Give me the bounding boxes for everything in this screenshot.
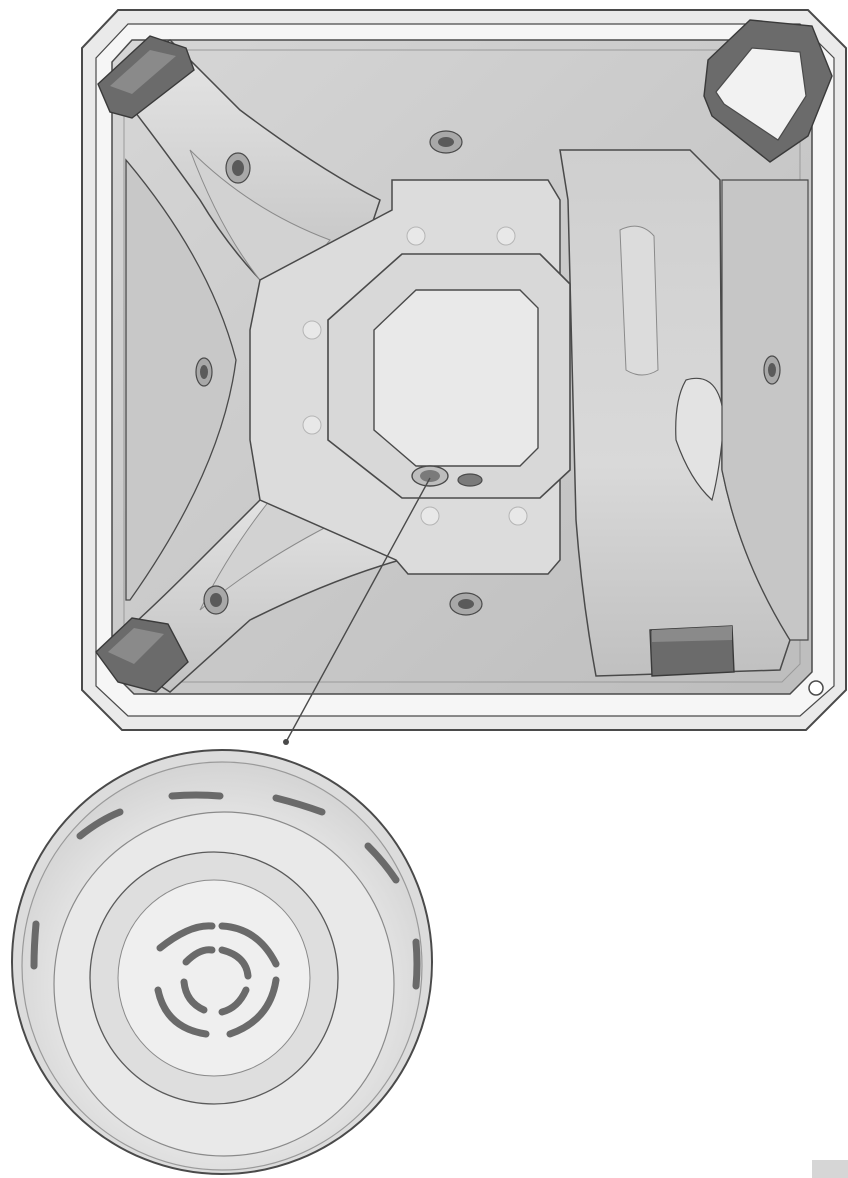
jet-icon: [203, 585, 229, 615]
filter-cover-icon: [411, 465, 449, 487]
headrest-pillow-bottom-left: [95, 617, 189, 693]
headrest-pillow-bottom-right: [649, 625, 735, 677]
footwell: [327, 253, 571, 499]
drain-hole-icon: [808, 680, 824, 696]
jet-icon: [225, 152, 251, 184]
headrest-pillow-top-left: [97, 35, 195, 119]
jet-icon: [763, 355, 781, 385]
left-wall: [125, 158, 237, 601]
suction-grate: [154, 922, 280, 1038]
page-corner-tab: [812, 1160, 848, 1178]
lounge-seat: [559, 149, 809, 677]
headrest-pillow-top-right: [703, 19, 833, 163]
filter-cover-detail: [11, 749, 433, 1175]
jet-icon: [429, 130, 463, 154]
jet-icon: [449, 592, 483, 616]
leader-line: [283, 477, 431, 745]
suction-fitting-icon: [457, 473, 483, 487]
jet-icon: [195, 357, 213, 387]
